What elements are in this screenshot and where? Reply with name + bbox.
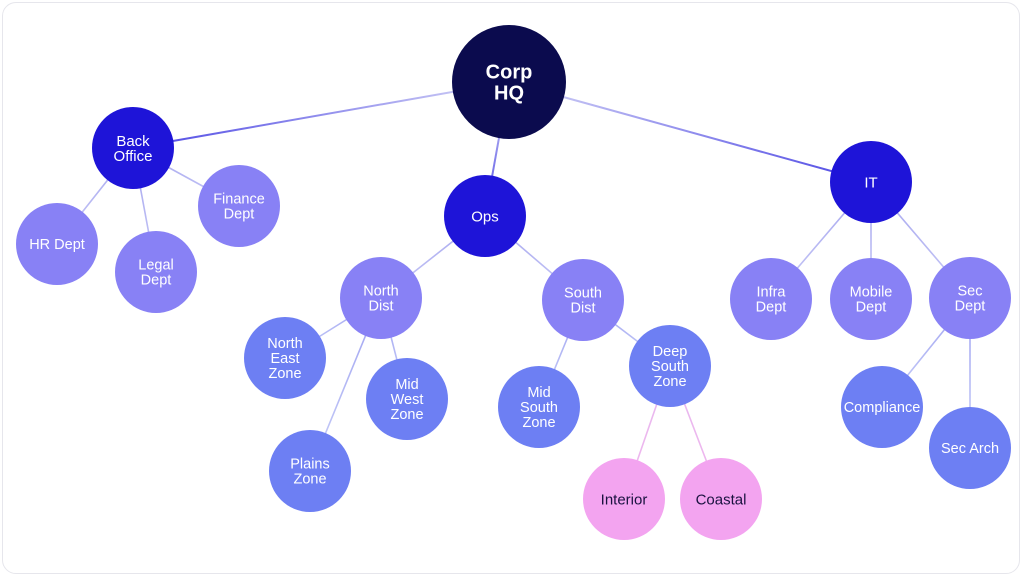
node-it[interactable]: IT (830, 141, 912, 223)
node-circle-plains-zone[interactable] (269, 430, 351, 512)
node-circle-south-dist[interactable] (542, 259, 624, 341)
node-compliance[interactable]: Compliance (841, 366, 923, 448)
node-circle-mid-south-zone[interactable] (498, 366, 580, 448)
node-hr-dept[interactable]: HR Dept (16, 203, 98, 285)
node-circle-mobile-dept[interactable] (830, 258, 912, 340)
node-circle-it[interactable] (830, 141, 912, 223)
node-circle-coastal[interactable] (680, 458, 762, 540)
node-circle-finance-dept[interactable] (198, 165, 280, 247)
node-circle-north-east-zone[interactable] (244, 317, 326, 399)
node-ops[interactable]: Ops (444, 175, 526, 257)
node-circle-mid-west-zone[interactable] (366, 358, 448, 440)
node-circle-sec-dept[interactable] (929, 257, 1011, 339)
edge-corp-hq-to-back-office (132, 81, 510, 149)
node-circle-corp-hq[interactable] (452, 25, 566, 139)
node-circle-legal-dept[interactable] (115, 231, 197, 313)
node-coastal[interactable]: Coastal (680, 458, 762, 540)
node-circle-interior[interactable] (583, 458, 665, 540)
node-circle-north-dist[interactable] (340, 257, 422, 339)
node-circle-hr-dept[interactable] (16, 203, 98, 285)
edge-corp-hq-to-it (508, 81, 872, 183)
node-circle-compliance[interactable] (841, 366, 923, 448)
node-circle-sec-arch[interactable] (929, 407, 1011, 489)
node-circle-infra-dept[interactable] (730, 258, 812, 340)
node-circle-back-office[interactable] (92, 107, 174, 189)
node-circle-ops[interactable] (444, 175, 526, 257)
node-interior[interactable]: Interior (583, 458, 665, 540)
node-circle-deep-south-zone[interactable] (629, 325, 711, 407)
node-sec-arch[interactable]: Sec Arch (929, 407, 1011, 489)
